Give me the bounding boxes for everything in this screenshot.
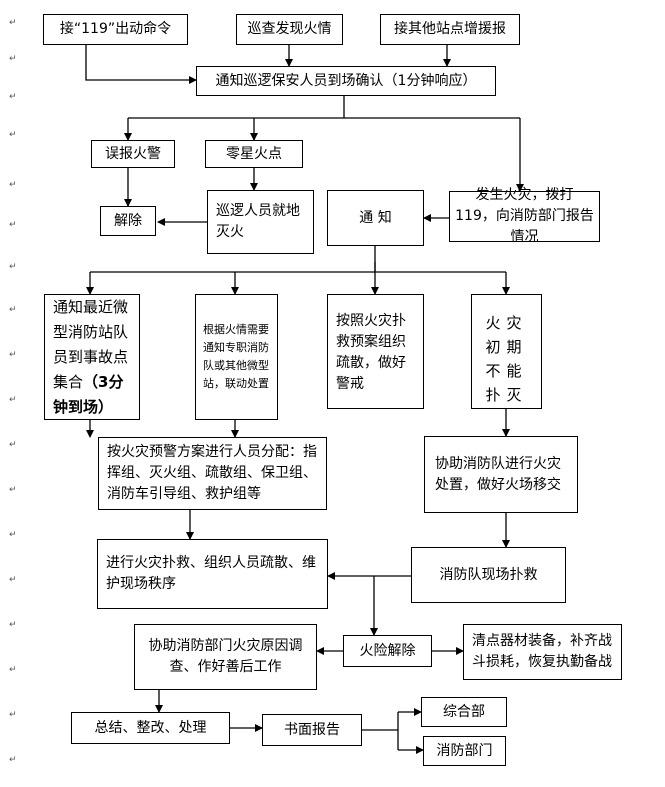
paragraph-mark: ↵ xyxy=(9,530,17,540)
node-patrol-find: 巡查发现火情 xyxy=(236,14,343,45)
node-cannot-extinguish: 火灾初期不能扑灭 xyxy=(471,294,542,409)
node-general-dept: 综合部 xyxy=(421,697,507,727)
paragraph-mark: ↵ xyxy=(9,485,17,495)
node-fire-dept-onsite: 消防队现场扑救 xyxy=(411,547,566,603)
node-plan-evacuation: 按照火灾扑救预案组织疏散，做好警戒 xyxy=(327,294,424,409)
node-119-command: 接“119”出动命令 xyxy=(43,14,188,45)
node-patrol-extinguish: 巡逻人员就地灭火 xyxy=(207,190,314,254)
node-fire-dept: 消防部门 xyxy=(423,736,506,766)
paragraph-mark: ↵ xyxy=(9,620,17,630)
node-assist-investigation: 协助消防部门火灾原因调查、作好善后工作 xyxy=(134,624,317,690)
paragraph-mark: ↵ xyxy=(9,440,17,450)
node-notify-professional: 根据火情需要通知专职消防队或其他微型站，联动处置 xyxy=(195,294,278,420)
node-written-report: 书面报告 xyxy=(262,714,362,746)
node-fire-report: 发生火灾，拨打 119，向消防部门报告情况 xyxy=(449,187,600,245)
node-restock: 清点器材装备，补齐战斗损耗，恢复执勤备战 xyxy=(463,624,622,680)
node-false-alarm: 误报火警 xyxy=(91,140,175,168)
node-notify-confirm: 通知巡逻保安人员到场确认（1分钟响应） xyxy=(196,66,496,96)
paragraph-mark: ↵ xyxy=(9,755,17,765)
node-danger-cleared: 火险解除 xyxy=(343,635,432,667)
paragraph-mark: ↵ xyxy=(9,18,17,28)
node-firefight: 进行火灾扑救、组织人员疏散、维护现场秩序 xyxy=(97,539,328,609)
node-nearest-station: 通知最近微型消防站队员到事故点集合（3分钟到场） xyxy=(44,294,140,420)
paragraph-mark: ↵ xyxy=(9,130,17,140)
paragraph-mark: ↵ xyxy=(9,665,17,675)
paragraph-mark: ↵ xyxy=(9,220,17,230)
node-dismiss: 解除 xyxy=(100,206,156,236)
paragraph-mark: ↵ xyxy=(9,710,17,720)
node-assign-groups: 按火灾预警方案进行人员分配：指挥组、灭火组、疏散组、保卫组、消防车引导组、救护组… xyxy=(98,437,327,510)
paragraph-mark: ↵ xyxy=(9,395,17,405)
paragraph-mark: ↵ xyxy=(9,92,17,102)
node-notify: 通 知 xyxy=(327,190,424,246)
node-summary: 总结、整改、处理 xyxy=(71,712,230,744)
node-assist-fire-dept: 协助消防队进行火灾处置，做好火场移交 xyxy=(424,436,578,513)
node-sporadic-fire: 零星火点 xyxy=(205,140,303,168)
node-other-station: 接其他站点增援报 xyxy=(380,14,520,45)
paragraph-mark: ↵ xyxy=(9,575,17,585)
paragraph-mark: ↵ xyxy=(9,262,17,272)
paragraph-mark: ↵ xyxy=(9,54,17,64)
paragraph-mark: ↵ xyxy=(9,305,17,315)
paragraph-mark: ↵ xyxy=(9,350,17,360)
paragraph-mark: ↵ xyxy=(9,180,17,190)
